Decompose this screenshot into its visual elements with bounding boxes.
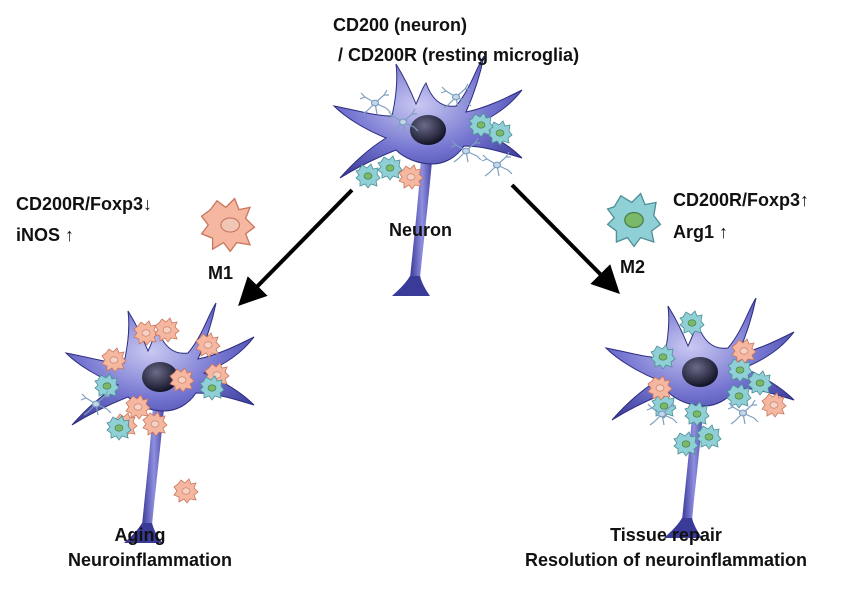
arrow-to-m1 [238,188,354,306]
m1-microglia-icon [200,197,256,253]
m2-marker-line2: Arg1 ↑ [673,222,729,242]
m1-marker-line1: CD200R/Foxp3↓ [16,194,153,214]
right-outcome-line1: Tissue repair [610,525,722,545]
title-line2: / CD200R (resting microglia) [338,45,580,65]
m2-cell-label: M2 [620,257,646,277]
title-line1: CD200 (neuron) [333,15,468,35]
left-outcome-line1: Aging [114,525,166,545]
neuron-label: Neuron [389,220,452,240]
m1-cell-label: M1 [208,263,234,283]
m2-marker-line1: CD200R/Foxp3↑ [673,190,810,210]
m2-microglia-icon [606,192,662,248]
m1-marker-line2: iNOS ↑ [16,225,75,245]
right-outcome-line2: Resolution of neuroinflammation [525,550,807,570]
arrow-to-m2 [510,183,620,294]
left-outcome-line2: Neuroinflammation [67,550,232,570]
